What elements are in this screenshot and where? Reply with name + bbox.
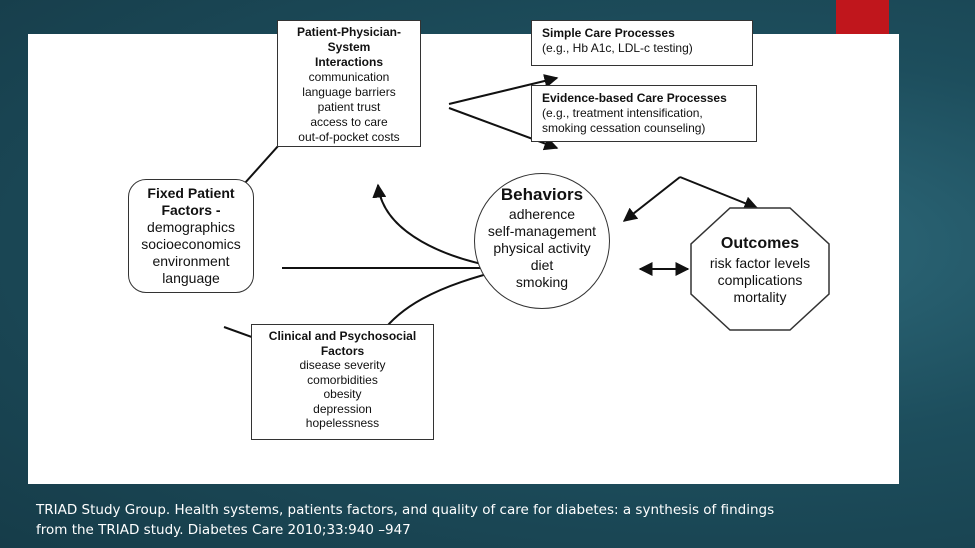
fixed-factors-item: demographics — [147, 219, 235, 235]
evidence-care-processes-box: Evidence-based Care Processes (e.g., tre… — [531, 85, 757, 142]
octagon-shape — [690, 207, 830, 331]
simple-care-title: Simple Care Processes — [542, 26, 675, 40]
clinical-item: hopelessness — [305, 416, 380, 430]
fixed-factors-item: environment — [152, 253, 230, 269]
clinical-item: disease severity — [299, 358, 386, 372]
behaviors-item: diet — [530, 257, 554, 273]
evidence-care-example: smoking cessation counseling) — [542, 121, 706, 135]
outcomes-octagon: Outcomes risk factor levels complication… — [690, 207, 830, 341]
outcomes-text: Outcomes risk factor levels complication… — [690, 233, 830, 306]
outcomes-title: Outcomes — [720, 235, 800, 252]
citation-line: from the TRIAD study. Diabetes Care 2010… — [36, 522, 411, 538]
clinical-title-line: Clinical and Psychosocial — [268, 329, 417, 343]
citation: TRIAD Study Group. Health systems, patie… — [36, 500, 936, 540]
interactions-item: out-of-pocket costs — [298, 130, 400, 144]
arrow-evidence-to-behaviors — [622, 176, 681, 222]
interactions-title-line: Interactions — [314, 55, 383, 69]
interactions-title-line: Patient-Physician- — [296, 25, 402, 39]
behaviors-item: physical activity — [493, 240, 591, 256]
behaviors-title: Behaviors — [500, 185, 584, 204]
evidence-care-title: Evidence-based Care Processes — [542, 91, 727, 105]
patient-physician-system-box: Patient-Physician- System Interactions c… — [277, 20, 421, 147]
clinical-item: obesity — [323, 387, 362, 401]
outcomes-item: risk factor levels — [709, 255, 811, 271]
outcomes-item: complications — [717, 272, 803, 288]
evidence-care-example: (e.g., treatment intensification, — [542, 106, 703, 120]
behaviors-item: smoking — [515, 274, 569, 290]
fixed-patient-factors-box: Fixed Patient Factors - demographics soc… — [128, 179, 254, 293]
fixed-factors-title-line: Factors - — [161, 202, 221, 218]
fixed-factors-title-line: Fixed Patient — [147, 185, 235, 201]
clinical-item: depression — [313, 401, 372, 416]
clinical-psychosocial-box: Clinical and Psychosocial Factors diseas… — [251, 324, 434, 440]
interactions-title-line: System — [327, 40, 371, 54]
arrow-interactions-to-simple — [448, 74, 559, 105]
behaviors-circle: Behaviors adherence self-management phys… — [474, 173, 610, 309]
fixed-factors-item: language — [162, 270, 220, 286]
fixed-factors-item: socioeconomics — [141, 236, 241, 252]
arrow-evidence-to-outcomes — [679, 176, 759, 210]
clinical-item: comorbidities — [307, 372, 378, 387]
red-accent-bar — [836, 0, 889, 34]
interactions-item: language barriers — [302, 85, 396, 99]
interactions-item: communication — [308, 70, 390, 84]
interactions-item: patient trust — [317, 100, 381, 114]
citation-line: TRIAD Study Group. Health systems, patie… — [36, 502, 775, 518]
outcomes-item: mortality — [733, 289, 787, 305]
behaviors-item: self-management — [487, 223, 597, 239]
interactions-item: access to care — [310, 115, 388, 129]
behaviors-item: adherence — [508, 206, 576, 222]
clinical-title-line: Factors — [320, 343, 365, 358]
simple-care-processes-box: Simple Care Processes (e.g., Hb A1c, LDL… — [531, 20, 753, 66]
simple-care-example: (e.g., Hb A1c, LDL-c testing) — [542, 41, 693, 55]
